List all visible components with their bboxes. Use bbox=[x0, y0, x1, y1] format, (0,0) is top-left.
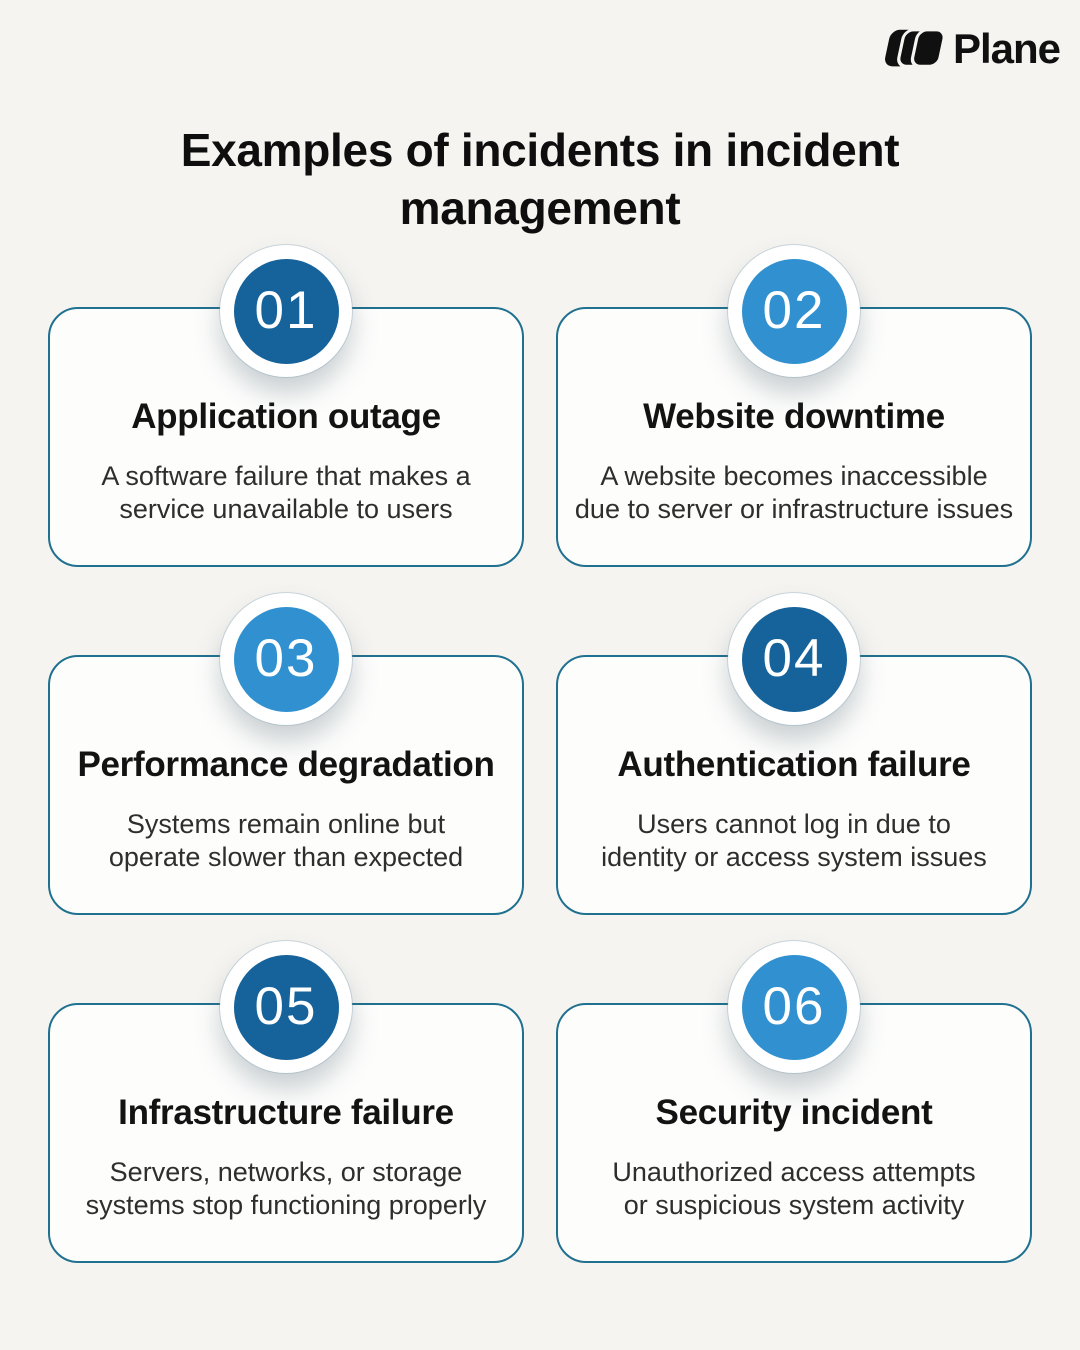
card-number-badge: 01 bbox=[220, 245, 352, 377]
incident-card-security-incident: 06 Security incident Unauthorized access… bbox=[556, 941, 1032, 1263]
brand-logo-text: Plane bbox=[952, 25, 1061, 72]
plane-logo-icon bbox=[884, 28, 946, 68]
card-description: Servers, networks, or storage systems st… bbox=[85, 1157, 487, 1221]
card-description: Users cannot log in due to identity or a… bbox=[601, 809, 987, 873]
card-number-badge: 05 bbox=[220, 941, 352, 1073]
brand-logo: Plane bbox=[882, 24, 1061, 74]
card-description: A software failure that makes a service … bbox=[101, 461, 471, 525]
page-title-line-2: management bbox=[399, 181, 681, 234]
card-number-badge: 06 bbox=[728, 941, 860, 1073]
card-title: Website downtime bbox=[643, 397, 945, 436]
card-number: 06 bbox=[741, 954, 847, 1060]
card-number: 02 bbox=[741, 258, 847, 364]
card-number: 03 bbox=[233, 606, 339, 712]
card-description: Systems remain online but operate slower… bbox=[108, 809, 464, 873]
incident-cards-grid: 01 Application outage A software failure… bbox=[48, 245, 1032, 1263]
incident-card-performance-degradation: 03 Performance degradation Systems remai… bbox=[48, 593, 524, 915]
card-number: 01 bbox=[233, 258, 339, 364]
card-description: A website becomes inaccessible due to se… bbox=[574, 461, 1014, 525]
card-number-badge: 03 bbox=[220, 593, 352, 725]
card-title: Performance degradation bbox=[77, 745, 495, 784]
incident-card-authentication-failure: 04 Authentication failure Users cannot l… bbox=[556, 593, 1032, 915]
card-title: Security incident bbox=[655, 1093, 933, 1132]
page-title-line-1: Examples of incidents in incident bbox=[180, 124, 900, 176]
card-title: Application outage bbox=[131, 397, 441, 436]
card-title: Authentication failure bbox=[617, 745, 971, 784]
page-title: Examples of incidents in incident manage… bbox=[0, 122, 1080, 238]
card-title: Infrastructure failure bbox=[118, 1093, 454, 1132]
incident-card-infrastructure-failure: 05 Infrastructure failure Servers, netwo… bbox=[48, 941, 524, 1263]
card-number: 04 bbox=[741, 606, 847, 712]
card-number: 05 bbox=[233, 954, 339, 1060]
card-number-badge: 04 bbox=[728, 593, 860, 725]
incident-card-website-downtime: 02 Website downtime A website becomes in… bbox=[556, 245, 1032, 567]
card-description: Unauthorized access attempts or suspicio… bbox=[612, 1157, 976, 1221]
card-number-badge: 02 bbox=[728, 245, 860, 377]
incident-card-application-outage: 01 Application outage A software failure… bbox=[48, 245, 524, 567]
